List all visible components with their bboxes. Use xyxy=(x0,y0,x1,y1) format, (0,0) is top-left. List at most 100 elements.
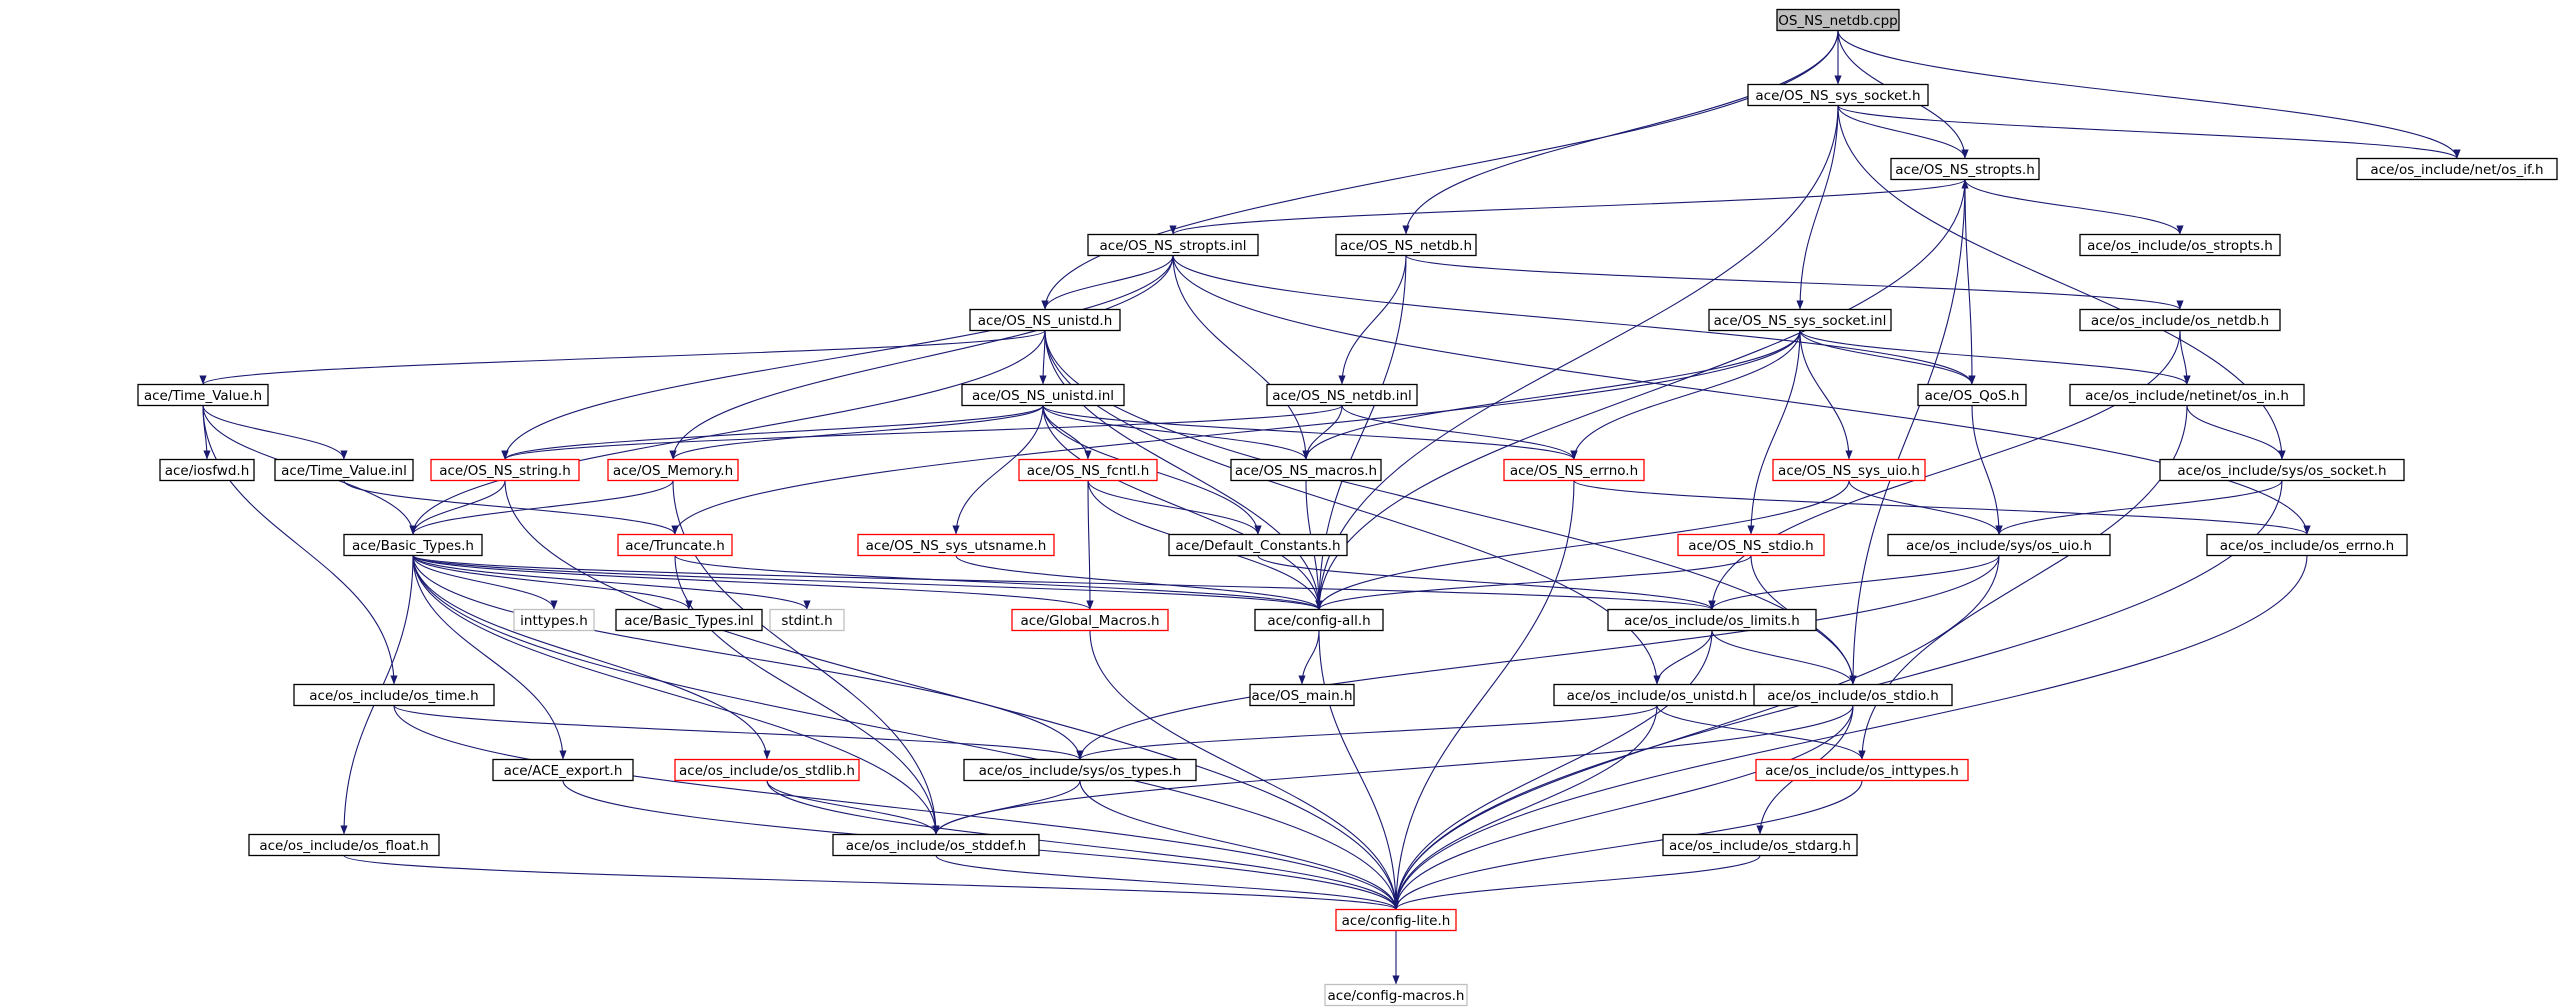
file-node-os-limits[interactable]: ace/os_include/os_limits.h xyxy=(1607,608,1817,632)
file-node-box xyxy=(615,608,763,632)
file-node-box xyxy=(248,833,440,857)
edge-unistd_inl-to-ns_errno xyxy=(1042,405,1578,460)
file-node-stropts-h[interactable]: ace/OS_NS_stropts.h xyxy=(1890,157,2040,181)
edge-unistd_inl-to-ns_macros xyxy=(1042,405,1310,460)
file-node-net-os-if[interactable]: ace/os_include/net/os_if.h xyxy=(2356,157,2558,181)
file-node-ns-stdio[interactable]: ace/OS_NS_stdio.h xyxy=(1677,533,1825,557)
file-node-unistd-h[interactable]: ace/OS_NS_unistd.h xyxy=(969,308,1121,332)
file-node-box xyxy=(1708,308,1892,332)
file-node-label: ace/os_include/os_time.h xyxy=(309,688,478,704)
file-node-stropts-inl[interactable]: ace/OS_NS_stropts.inl xyxy=(1087,233,1259,257)
file-node-ace-export[interactable]: ace/ACE_export.h xyxy=(492,758,634,782)
file-node-label: ace/OS_NS_fcntl.h xyxy=(1027,463,1150,479)
file-node-basic-types-inl[interactable]: ace/Basic_Types.inl xyxy=(615,608,763,632)
edge-os_stdlib-to-os_stddef xyxy=(766,780,940,835)
file-node-inttypes[interactable]: inttypes.h xyxy=(513,608,595,632)
file-node-label: ace/OS_NS_sys_uio.h xyxy=(1778,463,1920,479)
edge-netdb_inl-to-ns_macros xyxy=(1302,405,1343,460)
file-node-label: ace/OS_main.h xyxy=(1251,688,1352,704)
edge-unistd_h-to-os_unistd xyxy=(1044,330,1661,685)
file-node-os-main[interactable]: ace/OS_main.h xyxy=(1249,683,1355,707)
file-node-label: ace/Time_Value.inl xyxy=(281,463,407,479)
file-node-label: ace/OS_NS_string.h xyxy=(439,463,571,479)
file-node-label: ace/OS_NS_netdb.h xyxy=(1340,238,1472,254)
file-node-global-macros[interactable]: ace/Global_Macros.h xyxy=(1011,608,1169,632)
file-node-box xyxy=(1890,157,2040,181)
file-node-basic-types-h[interactable]: ace/Basic_Types.h xyxy=(343,533,483,557)
file-node-netinet-in[interactable]: ace/os_include/netinet/os_in.h xyxy=(2069,383,2305,407)
file-node-iosfwd[interactable]: ace/iosfwd.h xyxy=(159,458,255,482)
file-node-os-time[interactable]: ace/os_include/os_time.h xyxy=(293,683,495,707)
file-node-box xyxy=(674,758,860,782)
file-node-utsname[interactable]: ace/OS_NS_sys_utsname.h xyxy=(857,533,1055,557)
file-node-box xyxy=(969,308,1121,332)
file-node-config-macros[interactable]: ace/config-macros.h xyxy=(1324,983,1468,1007)
file-node-truncate[interactable]: ace/Truncate.h xyxy=(617,533,733,557)
file-node-config-lite[interactable]: ace/config-lite.h xyxy=(1335,908,1457,932)
file-node-ns-fcntl[interactable]: ace/OS_NS_fcntl.h xyxy=(1018,458,1158,482)
file-node-box xyxy=(430,458,580,482)
edge-os_errno-to-config_lite xyxy=(1392,555,2308,910)
file-node-qos[interactable]: ace/OS_QoS.h xyxy=(1917,383,2027,407)
edge-unistd_inl-to-utsname xyxy=(952,405,1044,535)
file-node-sys-os-uio[interactable]: ace/os_include/sys/os_uio.h xyxy=(1887,533,2111,557)
edge-sys_socket_inl-to-ns_macros xyxy=(1302,330,1801,460)
edge-ns_stdio-to-config_all xyxy=(1315,555,1752,610)
edge-os_stdlib-to-config_lite xyxy=(766,780,1400,910)
file-node-label: ace/OS_NS_unistd.h xyxy=(978,313,1113,329)
file-node-box xyxy=(1266,383,1418,407)
file-node-config-all[interactable]: ace/config-all.h xyxy=(1254,608,1384,632)
file-node-sys-socket-h[interactable]: ace/OS_NS_sys_socket.h xyxy=(1747,83,1929,107)
file-node-label: ace/Basic_Types.inl xyxy=(624,613,753,629)
file-node-os-stdarg[interactable]: ace/os_include/os_stdarg.h xyxy=(1662,833,1858,857)
file-node-os-stdio[interactable]: ace/os_include/os_stdio.h xyxy=(1753,683,1953,707)
file-node-label: ace/os_include/os_netdb.h xyxy=(2091,313,2269,329)
file-node-os-errno[interactable]: ace/os_include/os_errno.h xyxy=(2206,533,2408,557)
file-node-box xyxy=(1249,683,1355,707)
edge-sys_socket_h-to-net_os_if xyxy=(1837,105,2461,159)
file-node-box xyxy=(1677,533,1825,557)
edge-os_netdb-to-netinet_in xyxy=(2179,330,2191,385)
file-node-label: ace/os_include/net/os_if.h xyxy=(2370,162,2543,178)
edge-os_stdarg-to-config_lite xyxy=(1392,855,1761,910)
file-node-time-value-h[interactable]: ace/Time_Value.h xyxy=(137,383,269,407)
edge-unistd_inl-to-config_all xyxy=(1042,405,1323,610)
edge-qos-to-sys_os_uio xyxy=(1971,405,2003,535)
file-node-sys-os-socket[interactable]: ace/os_include/sys/os_socket.h xyxy=(2159,458,2405,482)
file-node-os-stropts[interactable]: ace/os_include/os_stropts.h xyxy=(2079,233,2281,257)
file-node-stdint[interactable]: stdint.h xyxy=(769,608,845,632)
file-node-ns-macros[interactable]: ace/OS_NS_macros.h xyxy=(1230,458,1382,482)
file-node-label: ace/config-macros.h xyxy=(1328,988,1465,1004)
edge-unistd_h-to-time_value_h xyxy=(199,330,1046,385)
file-node-sys-socket-inl[interactable]: ace/OS_NS_sys_socket.inl xyxy=(1708,308,1892,332)
file-node-root[interactable]: OS_NS_netdb.cpp xyxy=(1776,8,1900,32)
file-node-label: ace/os_include/os_limits.h xyxy=(1624,613,1800,629)
file-node-label: ace/OS_NS_sys_utsname.h xyxy=(866,538,1047,554)
file-node-unistd-inl[interactable]: ace/OS_NS_unistd.inl xyxy=(961,383,1125,407)
file-node-label: ace/OS_NS_unistd.inl xyxy=(972,388,1114,404)
file-node-os-stdlib[interactable]: ace/os_include/os_stdlib.h xyxy=(674,758,860,782)
edge-netdb_inl-to-ns_string xyxy=(501,405,1343,460)
file-node-label: stdint.h xyxy=(781,613,832,629)
file-node-ns-sys-uio[interactable]: ace/OS_NS_sys_uio.h xyxy=(1772,458,1926,482)
file-node-default-constants[interactable]: ace/Default_Constants.h xyxy=(1168,533,1348,557)
file-node-os-float[interactable]: ace/os_include/os_float.h xyxy=(248,833,440,857)
file-node-label: ace/OS_NS_stropts.inl xyxy=(1100,238,1247,254)
file-node-sys-os-types[interactable]: ace/os_include/sys/os_types.h xyxy=(963,758,1197,782)
file-node-os-netdb[interactable]: ace/os_include/os_netdb.h xyxy=(2079,308,2281,332)
file-node-label: ace/os_include/os_inttypes.h xyxy=(1765,763,1959,779)
file-node-netdb-h[interactable]: ace/OS_NS_netdb.h xyxy=(1335,233,1477,257)
file-node-time-value-inl[interactable]: ace/Time_Value.inl xyxy=(274,458,414,482)
file-node-netdb-inl[interactable]: ace/OS_NS_netdb.inl xyxy=(1266,383,1418,407)
edge-stropts_h-to-os_stdio xyxy=(1849,179,1966,685)
file-node-label: ace/config-lite.h xyxy=(1342,913,1451,929)
file-node-os-memory[interactable]: ace/OS_Memory.h xyxy=(607,458,739,482)
file-node-ns-string[interactable]: ace/OS_NS_string.h xyxy=(430,458,580,482)
file-node-os-unistd[interactable]: ace/os_include/os_unistd.h xyxy=(1553,683,1761,707)
file-node-os-inttypes[interactable]: ace/os_include/os_inttypes.h xyxy=(1755,758,1969,782)
file-node-os-stddef[interactable]: ace/os_include/os_stddef.h xyxy=(832,833,1040,857)
file-node-ns-errno[interactable]: ace/OS_NS_errno.h xyxy=(1503,458,1645,482)
file-nodes: OS_NS_netdb.cpp ace/OS_NS_sys_socket.hace… xyxy=(137,8,2558,1007)
file-node-box xyxy=(137,383,269,407)
file-node-box xyxy=(1776,8,1900,32)
